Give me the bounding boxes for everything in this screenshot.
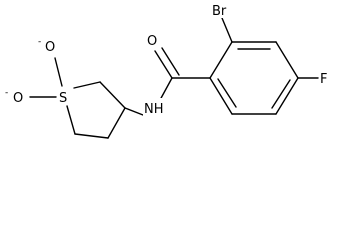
ring-bond-c1-c2 (209, 41, 233, 79)
bond-carbonyl-o-2 (161, 47, 180, 76)
bond-n-ring-carbon (124, 107, 144, 116)
ring-bond-c4-c5 (275, 77, 299, 115)
atom-label-s: S (59, 91, 67, 106)
atom-label-o-left: O (13, 91, 23, 106)
charge-o-left: - (5, 88, 8, 98)
bond-c2-br (221, 17, 233, 43)
ring-double-c4-c5 (271, 79, 291, 109)
ring-bond-c3-c4 (275, 41, 299, 79)
ring2-bond-c2-s (73, 81, 101, 89)
ring2-bond-c3-c2 (99, 81, 126, 109)
ring2-bond-c5-c4 (74, 133, 109, 139)
bond-s-o-top (54, 57, 63, 87)
sulfolane-ring (66, 81, 126, 139)
benzene-ring (209, 41, 299, 115)
molecule-diagram: Br O F NH S O - O - (5, 4, 328, 139)
ring2-bond-s-c5 (66, 105, 76, 135)
bond-carbonyl-o-1 (154, 50, 173, 79)
structure-canvas: Br O F NH S O - O - (5, 4, 328, 139)
ring-double-c6-c1 (217, 78, 237, 108)
ring2-bond-c4-c3 (107, 107, 126, 139)
atom-label-o-top: O (45, 40, 55, 55)
atom-label-br: Br (212, 4, 227, 19)
atom-label-nh: NH (144, 102, 164, 117)
bond-carbonyl-n (159, 77, 173, 101)
atom-label-o-carbonyl: O (147, 34, 157, 49)
charge-o-top: - (38, 37, 41, 47)
atom-label-f: F (320, 72, 327, 87)
ring-bond-c6-c1 (209, 77, 233, 115)
